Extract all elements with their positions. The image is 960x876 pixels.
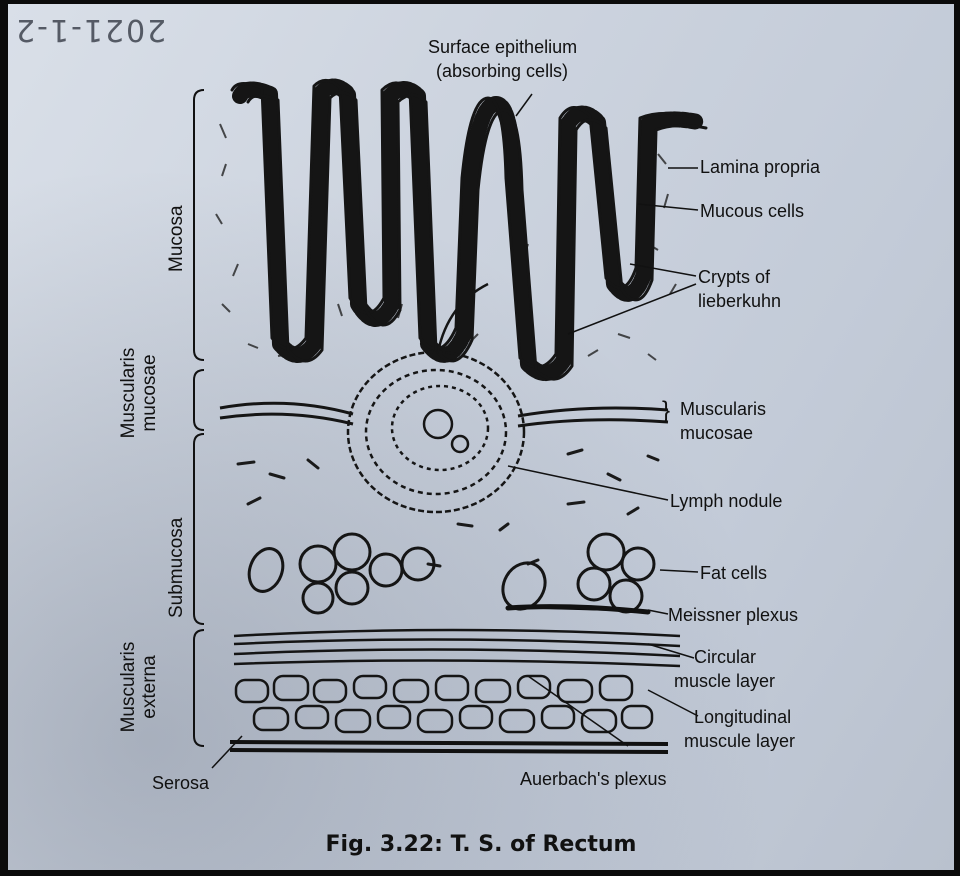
label-meissner-plexus: Meissner plexus [668, 604, 798, 626]
meissner-plexus [508, 607, 648, 612]
serosa-layer [230, 742, 668, 752]
label-circular-muscle-layer: muscle layer [674, 670, 775, 692]
book-page: 2021-1-2 [8, 4, 954, 870]
label-surface-epithelium: Surface epithelium [428, 36, 577, 58]
muscularis-mucosae-band [220, 403, 668, 426]
label-absorbing-cells: (absorbing cells) [436, 60, 568, 82]
side-brackets [194, 90, 204, 746]
side-label-muscularis-mucosae-line2: mucosae [139, 328, 160, 458]
label-auerbach-plexus: Auerbach's plexus [520, 768, 667, 790]
leader-lines [212, 94, 698, 768]
side-label-mucosa: Mucosa [166, 205, 187, 272]
mucosa-folds [232, 80, 706, 379]
label-serosa: Serosa [152, 772, 209, 794]
submucosa-texture [238, 450, 658, 566]
figure-caption: Fig. 3.22: T. S. of Rectum [8, 832, 954, 857]
side-label-muscularis-externa-line1: Muscularis [118, 622, 139, 752]
label-longitudinal-muscle-layer: muscule layer [684, 730, 795, 752]
label-lieberkuhn: lieberkuhn [698, 290, 781, 312]
label-fat-cells: Fat cells [700, 562, 767, 584]
side-label-muscularis-externa: Muscularis externa [118, 622, 160, 752]
side-label-muscularis-mucosae: Muscularis mucosae [118, 328, 160, 458]
label-longitudinal: Longitudinal [694, 706, 791, 728]
circular-muscle-layer [234, 630, 680, 666]
label-mucous-cells: Mucous cells [700, 200, 804, 222]
longitudinal-muscle-layer [236, 676, 652, 732]
side-label-submucosa: Submucosa [166, 518, 187, 618]
label-lamina-propria: Lamina propria [700, 156, 820, 178]
side-label-muscularis-mucosae-line1: Muscularis [118, 328, 139, 458]
brace-muscularis-mucosae: } [662, 400, 670, 422]
label-muscularis: Muscularis [680, 398, 766, 420]
label-mucosae: mucosae [680, 422, 753, 444]
fat-cells-and-vessels [243, 534, 654, 617]
label-lymph-nodule: Lymph nodule [670, 490, 782, 512]
side-label-muscularis-externa-line2: externa [139, 622, 160, 752]
label-crypts-of: Crypts of [698, 266, 770, 288]
label-circular: Circular [694, 646, 756, 668]
